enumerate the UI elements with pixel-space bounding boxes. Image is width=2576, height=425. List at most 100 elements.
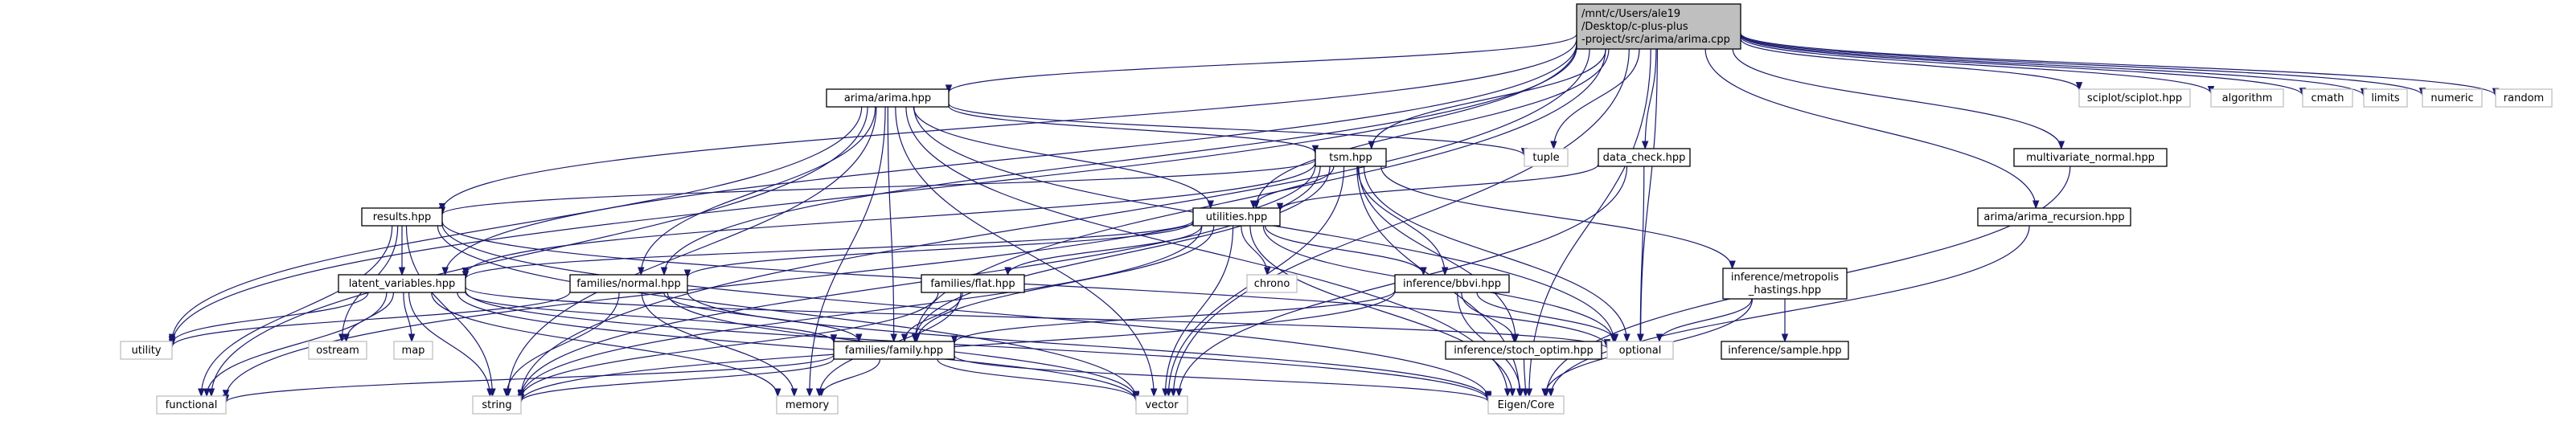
graph-node-results[interactable]: results.hpp <box>361 207 443 227</box>
node-label: utility <box>132 345 162 357</box>
graph-node-algorithm: algorithm <box>2210 88 2284 108</box>
node-label: families/flat.hpp <box>930 278 1015 290</box>
graph-node-sample[interactable]: inference/sample.hpp <box>1721 341 1849 360</box>
graph-node-stoch[interactable]: inference/stoch_optim.hpp <box>1445 341 1602 360</box>
edge-root-to-vector <box>1170 48 1630 398</box>
graph-node-data-check[interactable]: data_check.hpp <box>1598 148 1691 167</box>
graph-node-fam-flat[interactable]: families/flat.hpp <box>921 274 1025 293</box>
edge-line <box>948 105 1316 153</box>
edge-arrowhead <box>502 388 511 398</box>
edge-arrowhead <box>950 335 958 345</box>
edge-line <box>1279 164 1599 211</box>
node-label: cmath <box>2311 92 2344 104</box>
edge-fam-normal-to-string <box>502 292 620 398</box>
edge-fam-family-to-memory <box>818 358 881 398</box>
edge-line <box>913 106 1212 209</box>
node-box <box>1721 341 1849 360</box>
edge-arrowhead <box>1263 267 1271 276</box>
node-label: multivariate_normal.hpp <box>2026 152 2155 164</box>
edge-line <box>687 221 1194 278</box>
edge-results-to-eigen <box>441 223 1492 400</box>
node-box <box>2422 88 2483 108</box>
node-box <box>1606 341 1674 360</box>
edge-arrowhead <box>1510 333 1518 343</box>
graph-node-vector: vector <box>1135 395 1188 415</box>
edge-line <box>687 291 1489 400</box>
graph-node-map: map <box>393 341 433 360</box>
edge-arrowhead <box>1170 388 1177 398</box>
node-box <box>1394 274 1510 293</box>
node-box <box>472 395 522 415</box>
node-label: map <box>402 345 425 357</box>
edge-line <box>887 106 895 342</box>
edge-utilities-to-fam-normal <box>683 221 1194 279</box>
edge-line <box>820 358 881 397</box>
edge-arrowhead <box>1150 388 1158 398</box>
edge-line <box>225 354 835 403</box>
node-box <box>1192 207 1281 227</box>
node-label: /mnt/c/Users/ale19 <box>1581 8 1680 20</box>
edge-arrowhead <box>1729 260 1736 270</box>
edge-line <box>520 358 835 403</box>
edge-line <box>1371 48 1606 149</box>
graph-node-utilities[interactable]: utilities.hpp <box>1192 207 1281 227</box>
edge-arrowhead <box>2057 141 2065 150</box>
edge-line <box>1255 48 1610 209</box>
edge-line <box>1007 225 1203 276</box>
graph-node-random: random <box>2495 88 2553 108</box>
edge-arima-hpp-to-vector <box>895 106 1158 398</box>
edge-line <box>1659 298 1753 342</box>
graph-node-bbvi[interactable]: inference/bbvi.hpp <box>1394 274 1510 293</box>
edge-line <box>1164 225 1234 397</box>
graph-node-ostream: ostream <box>308 341 367 360</box>
node-box <box>1135 395 1188 415</box>
graph-node-functional: functional <box>156 395 227 415</box>
edge-arrowhead <box>2032 200 2040 210</box>
graph-node-metro[interactable]: inference/metropolis_hastings.hpp <box>1722 268 1848 300</box>
graph-node-mvn[interactable]: multivariate_normal.hpp <box>2013 148 2168 167</box>
edge-root-to-mvn <box>1732 48 2065 150</box>
edge-arrowhead <box>830 334 838 344</box>
edge-latent-to-memory <box>431 292 781 398</box>
edge-line <box>441 39 1577 211</box>
edge-results-to-latent <box>398 225 406 276</box>
edge-line <box>641 292 795 397</box>
edge-line <box>441 223 1489 399</box>
graph-node-fam-normal[interactable]: families/normal.hpp <box>569 274 688 293</box>
graph-node-fam-family[interactable]: families/family.hpp <box>833 341 955 360</box>
edge-root-to-arima-hpp <box>945 34 1577 94</box>
edge-line <box>1550 225 2030 397</box>
node-label: limits <box>2371 92 2400 104</box>
node-label: functional <box>166 399 218 411</box>
edge-fam-family-to-vector <box>937 358 1140 401</box>
node-label: families/normal.hpp <box>576 278 681 290</box>
edge-tsm-to-results <box>438 159 1316 216</box>
graph-node-arima-rec[interactable]: arima/arima_recursion.hpp <box>1977 207 2131 227</box>
edge-latent-to-functional <box>203 292 388 398</box>
edge-line <box>520 48 1590 398</box>
node-label: sciplot/sciplot.hpp <box>2087 92 2182 104</box>
edge-arima-hpp-to-fam-family <box>887 106 897 343</box>
graph-node-string: string <box>472 395 522 415</box>
edge-root-to-numeric <box>1740 33 2426 97</box>
node-box <box>2078 88 2191 108</box>
node-label: inference/sample.hpp <box>1728 345 1841 357</box>
edge-latent-to-vector <box>457 292 1140 403</box>
graph-node-root[interactable]: /mnt/c/Users/ale19/Desktop/c-plus-plus-p… <box>1576 3 1741 50</box>
edge-root-to-data-check <box>1641 48 1657 150</box>
graph-node-cmath: cmath <box>2302 88 2353 108</box>
node-label: utilities.hpp <box>1206 211 1268 223</box>
edge-data-check-to-utilities <box>1276 164 1599 212</box>
edge-arrowhead <box>1175 388 1183 398</box>
edge-utilities-to-fam-flat <box>1004 225 1203 276</box>
graph-node-tsm[interactable]: tsm.hpp <box>1315 148 1387 167</box>
edge-stoch-to-eigen <box>1522 358 1529 398</box>
edge-tsm-to-metro <box>1380 166 1736 270</box>
graph-node-arima-hpp[interactable]: arima/arima.hpp <box>826 88 950 108</box>
graph-node-latent[interactable]: latent_variables.hpp <box>338 274 466 293</box>
edge-arrowhead <box>1781 333 1789 343</box>
edge-line <box>506 292 620 397</box>
edge-tsm-to-optional <box>1363 166 1631 343</box>
edge-arrowhead <box>1623 333 1631 343</box>
edge-root-to-cmath <box>1740 35 2307 97</box>
